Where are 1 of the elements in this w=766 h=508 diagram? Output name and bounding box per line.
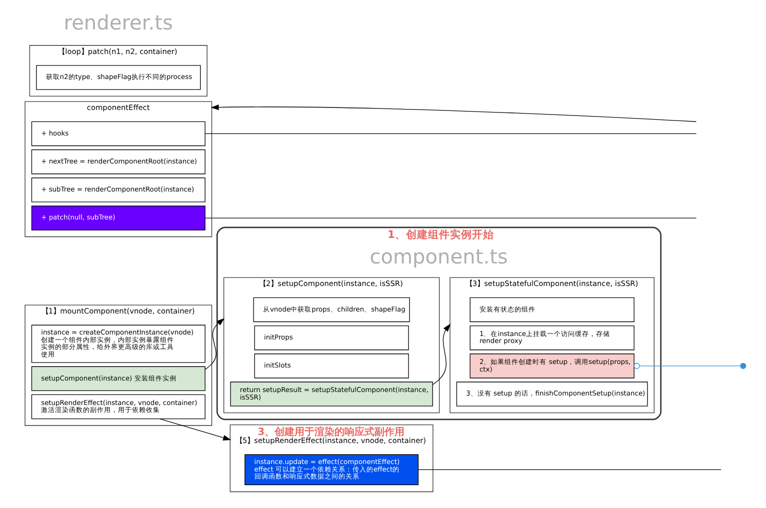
label: renderer.ts bbox=[64, 10, 173, 35]
